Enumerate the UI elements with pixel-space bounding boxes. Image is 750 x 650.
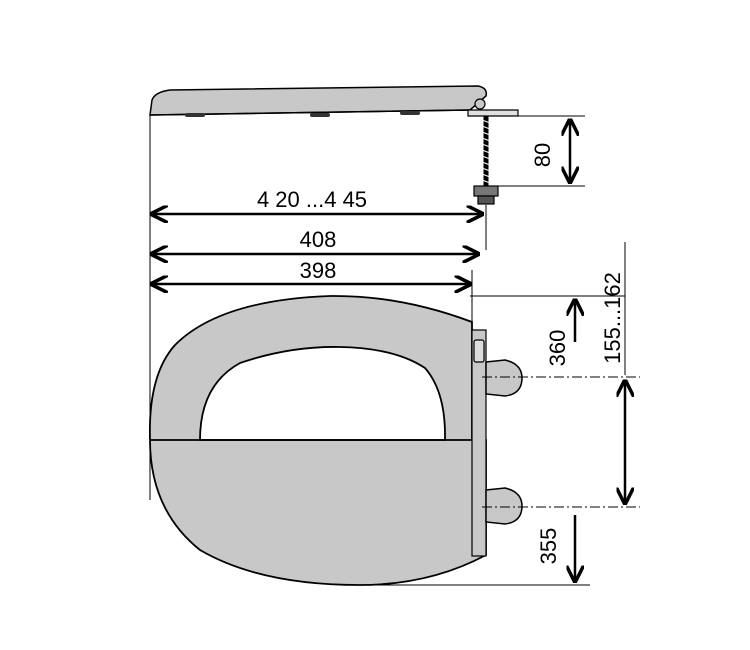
hinge-stub: [473, 339, 485, 363]
top-view: [148, 295, 640, 586]
length-dimensions: 360 155...162 355: [360, 242, 625, 586]
outer-width-label: 408: [300, 227, 337, 252]
bolt-nut: [473, 185, 499, 197]
hinge-plate: [467, 109, 519, 117]
hinge-bar: [471, 329, 487, 557]
hinge-pivot: [474, 98, 486, 110]
buffer-right: [400, 111, 420, 115]
lid-side-profile: [149, 85, 488, 116]
hinge-lug-upper: [485, 359, 523, 397]
hinge-lug-lower: [485, 487, 523, 525]
side-view: 80: [149, 85, 585, 500]
width-range-label: 4 20 ...4 45: [257, 187, 367, 212]
buffer-left: [185, 113, 205, 117]
width-dimensions: 4 20 ...4 45 408 398: [152, 187, 482, 345]
threaded-bolt: [473, 116, 499, 205]
inner-width-label: 398: [300, 258, 337, 283]
bolt-height-label: 80: [530, 143, 555, 167]
hole-offset-label: 155...162: [600, 272, 625, 364]
bolt-nut-lower: [477, 195, 495, 205]
front-length-label: 360: [545, 330, 570, 367]
buffer-middle: [310, 113, 330, 117]
seat-opening: [199, 346, 446, 441]
rear-length-label: 355: [536, 528, 561, 565]
